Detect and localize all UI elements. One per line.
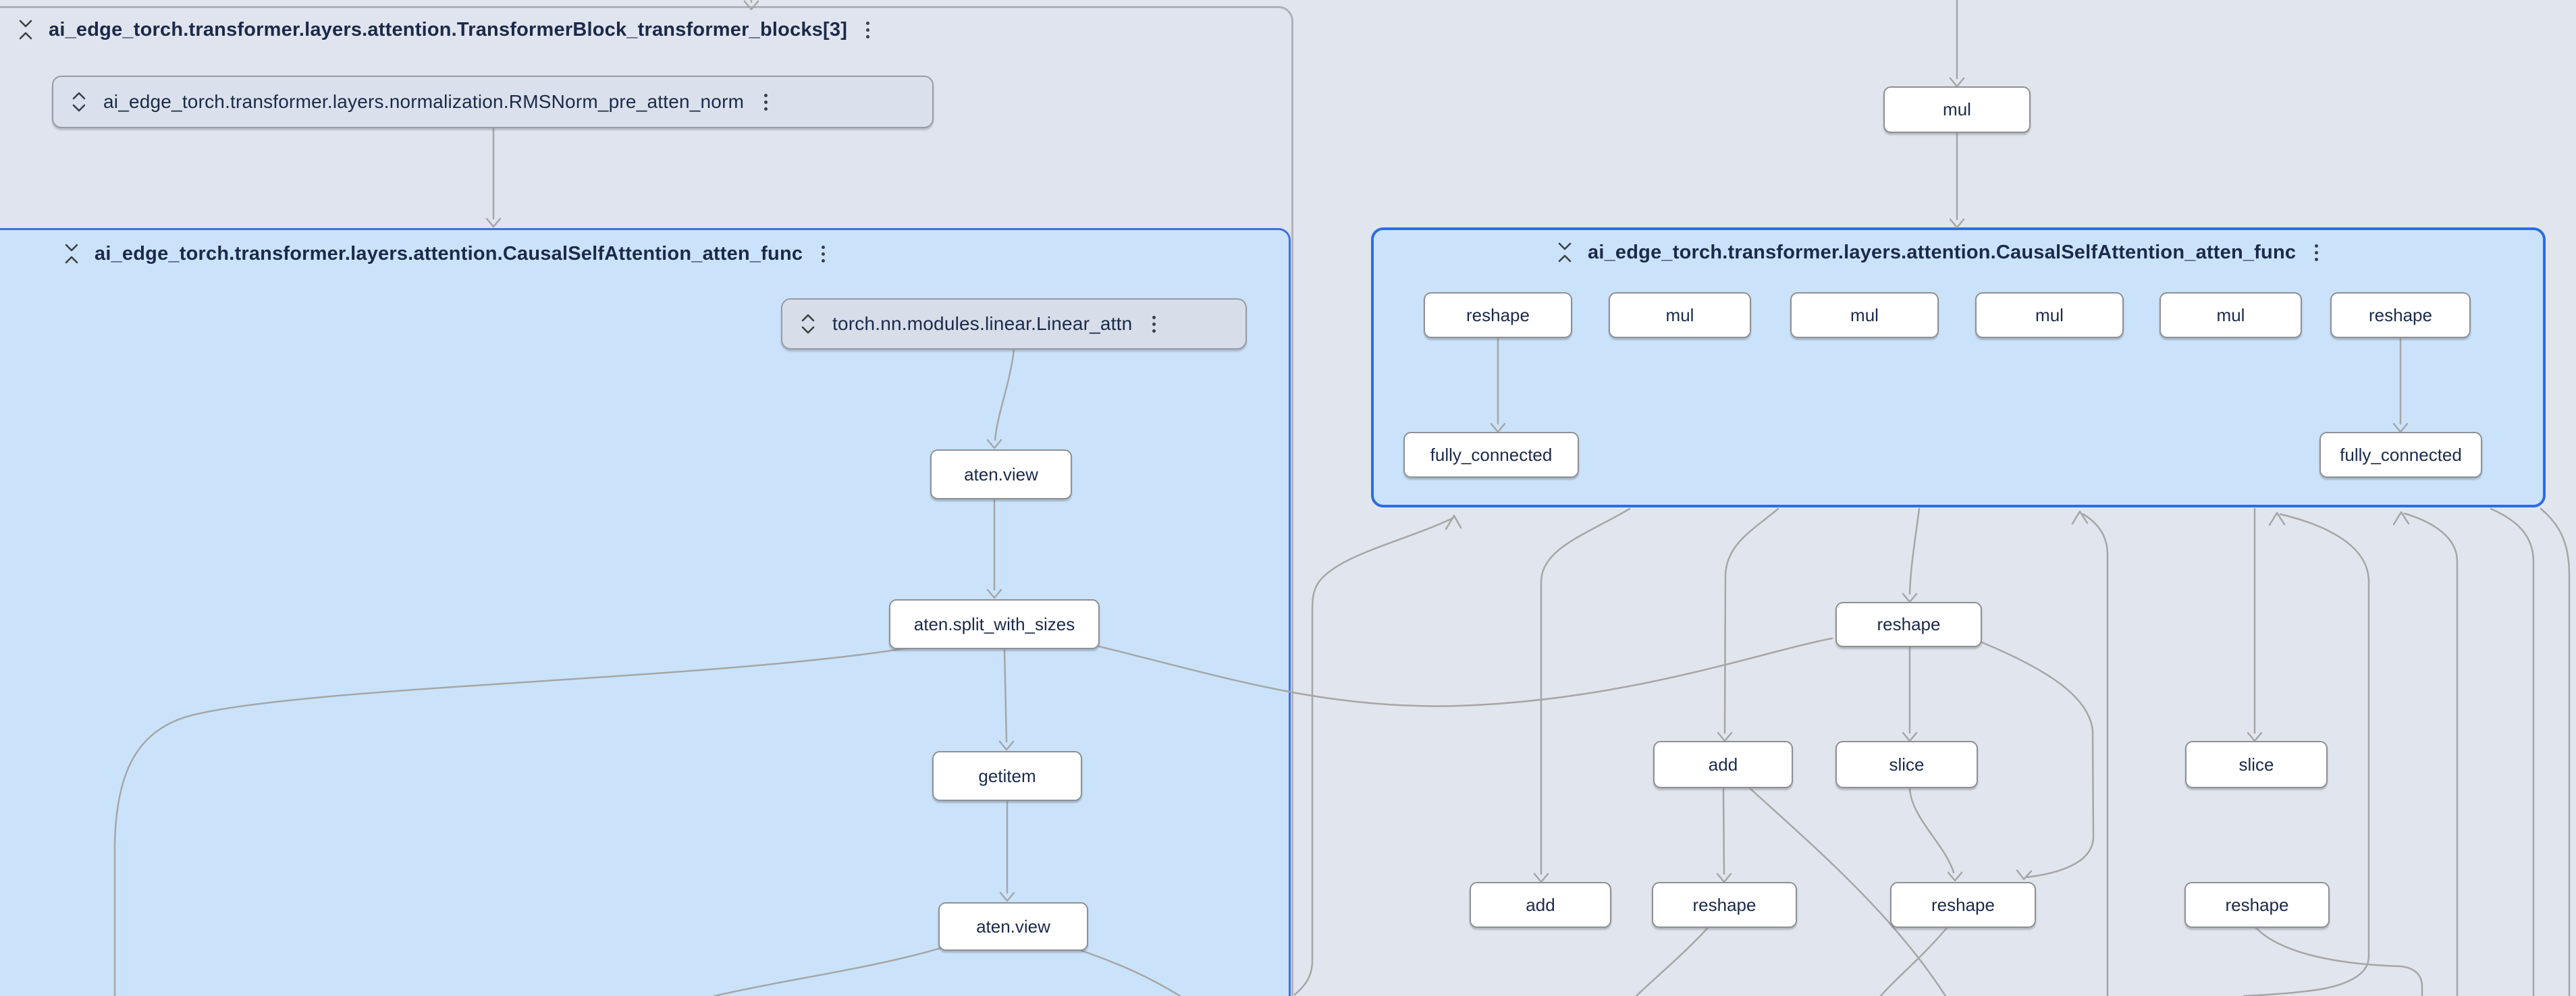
node-label: mul	[1943, 99, 1971, 119]
node-fully-connected-2[interactable]: fully_connected	[2319, 432, 2482, 478]
kebab-vertical-icon[interactable]	[1148, 313, 1160, 335]
group-header-causal-right[interactable]: ai_edge_torch.transformer.layers.attenti…	[1557, 236, 2322, 269]
node-label: reshape	[2369, 304, 2432, 325]
node-add-row3[interactable]: add	[1653, 741, 1793, 788]
node-label: fully_connected	[2340, 444, 2462, 465]
node-label: reshape	[1931, 894, 1995, 915]
node-add-row4[interactable]: add	[1470, 882, 1611, 928]
node-label: add	[1708, 754, 1738, 775]
node-reshape-row4-2[interactable]: reshape	[1890, 882, 2036, 928]
kebab-vertical-icon[interactable]	[817, 243, 829, 265]
group-node-label-linear-attn: torch.nn.modules.linear.Linear_attn	[832, 313, 1133, 334]
node-label: slice	[1889, 754, 1925, 775]
kebab-vertical-icon[interactable]	[760, 91, 772, 113]
node-label: add	[1526, 894, 1555, 915]
unfold-less-icon[interactable]	[18, 19, 34, 40]
node-getitem[interactable]: getitem	[932, 751, 1082, 801]
kebab-vertical-icon[interactable]	[862, 19, 874, 41]
group-header-transformer-block[interactable]: ai_edge_torch.transformer.layers.attenti…	[18, 13, 874, 46]
node-label: aten.split_with_sizes	[913, 613, 1075, 634]
group-header-causal-left[interactable]: ai_edge_torch.transformer.layers.attenti…	[63, 238, 829, 270]
node-slice-row3-2[interactable]: slice	[2185, 741, 2328, 788]
node-fully-connected-1[interactable]: fully_connected	[1403, 432, 1579, 478]
node-label: reshape	[2225, 894, 2289, 915]
node-mul-row1-4[interactable]: mul	[2159, 292, 2302, 338]
node-label: getitem	[978, 765, 1036, 786]
node-label: mul	[1850, 304, 1879, 325]
group-node-label-rmsnorm: ai_edge_torch.transformer.layers.normali…	[103, 91, 745, 112]
node-label: reshape	[1877, 614, 1941, 634]
group-node-linear-attn[interactable]: torch.nn.modules.linear.Linear_attn	[781, 298, 1247, 350]
unfold-less-icon[interactable]	[63, 243, 80, 265]
node-mul-top[interactable]: mul	[1883, 86, 2031, 133]
node-reshape-row1-1[interactable]: reshape	[1424, 292, 1572, 338]
node-reshape-row4-1[interactable]: reshape	[1652, 882, 1797, 928]
group-node-rmsnorm[interactable]: ai_edge_torch.transformer.layers.normali…	[52, 76, 934, 128]
unfold-more-icon[interactable]	[800, 313, 816, 335]
node-slice-row3-1[interactable]: slice	[1835, 741, 1978, 788]
node-mul-row1-2[interactable]: mul	[1790, 292, 1939, 338]
unfold-less-icon[interactable]	[1557, 242, 1573, 263]
node-label: fully_connected	[1430, 444, 1553, 465]
node-label: mul	[2216, 304, 2245, 325]
group-title-causal-left: ai_edge_torch.transformer.layers.attenti…	[95, 242, 803, 265]
node-label: mul	[1665, 304, 1694, 325]
node-reshape-row1-2[interactable]: reshape	[2330, 292, 2471, 338]
node-reshape-row4-3[interactable]: reshape	[2184, 882, 2330, 928]
group-title-transformer-block: ai_edge_torch.transformer.layers.attenti…	[49, 18, 848, 40]
group-title-causal-right: ai_edge_torch.transformer.layers.attenti…	[1588, 241, 2297, 263]
unfold-more-icon[interactable]	[71, 91, 87, 113]
node-label: aten.view	[964, 464, 1038, 485]
node-reshape-mid[interactable]: reshape	[1835, 602, 1982, 647]
node-aten-view-2[interactable]: aten.view	[938, 902, 1088, 951]
node-label: reshape	[1466, 304, 1530, 325]
node-label: mul	[2035, 304, 2064, 325]
kebab-vertical-icon[interactable]	[2311, 242, 2322, 264]
node-aten-view-1[interactable]: aten.view	[930, 449, 1072, 499]
node-aten-split-with-sizes[interactable]: aten.split_with_sizes	[889, 599, 1100, 649]
node-label: reshape	[1692, 894, 1756, 915]
node-mul-row1-3[interactable]: mul	[1975, 292, 2124, 338]
node-label: slice	[2238, 754, 2274, 775]
node-label: aten.view	[976, 916, 1050, 937]
node-mul-row1-1[interactable]: mul	[1609, 292, 1751, 338]
